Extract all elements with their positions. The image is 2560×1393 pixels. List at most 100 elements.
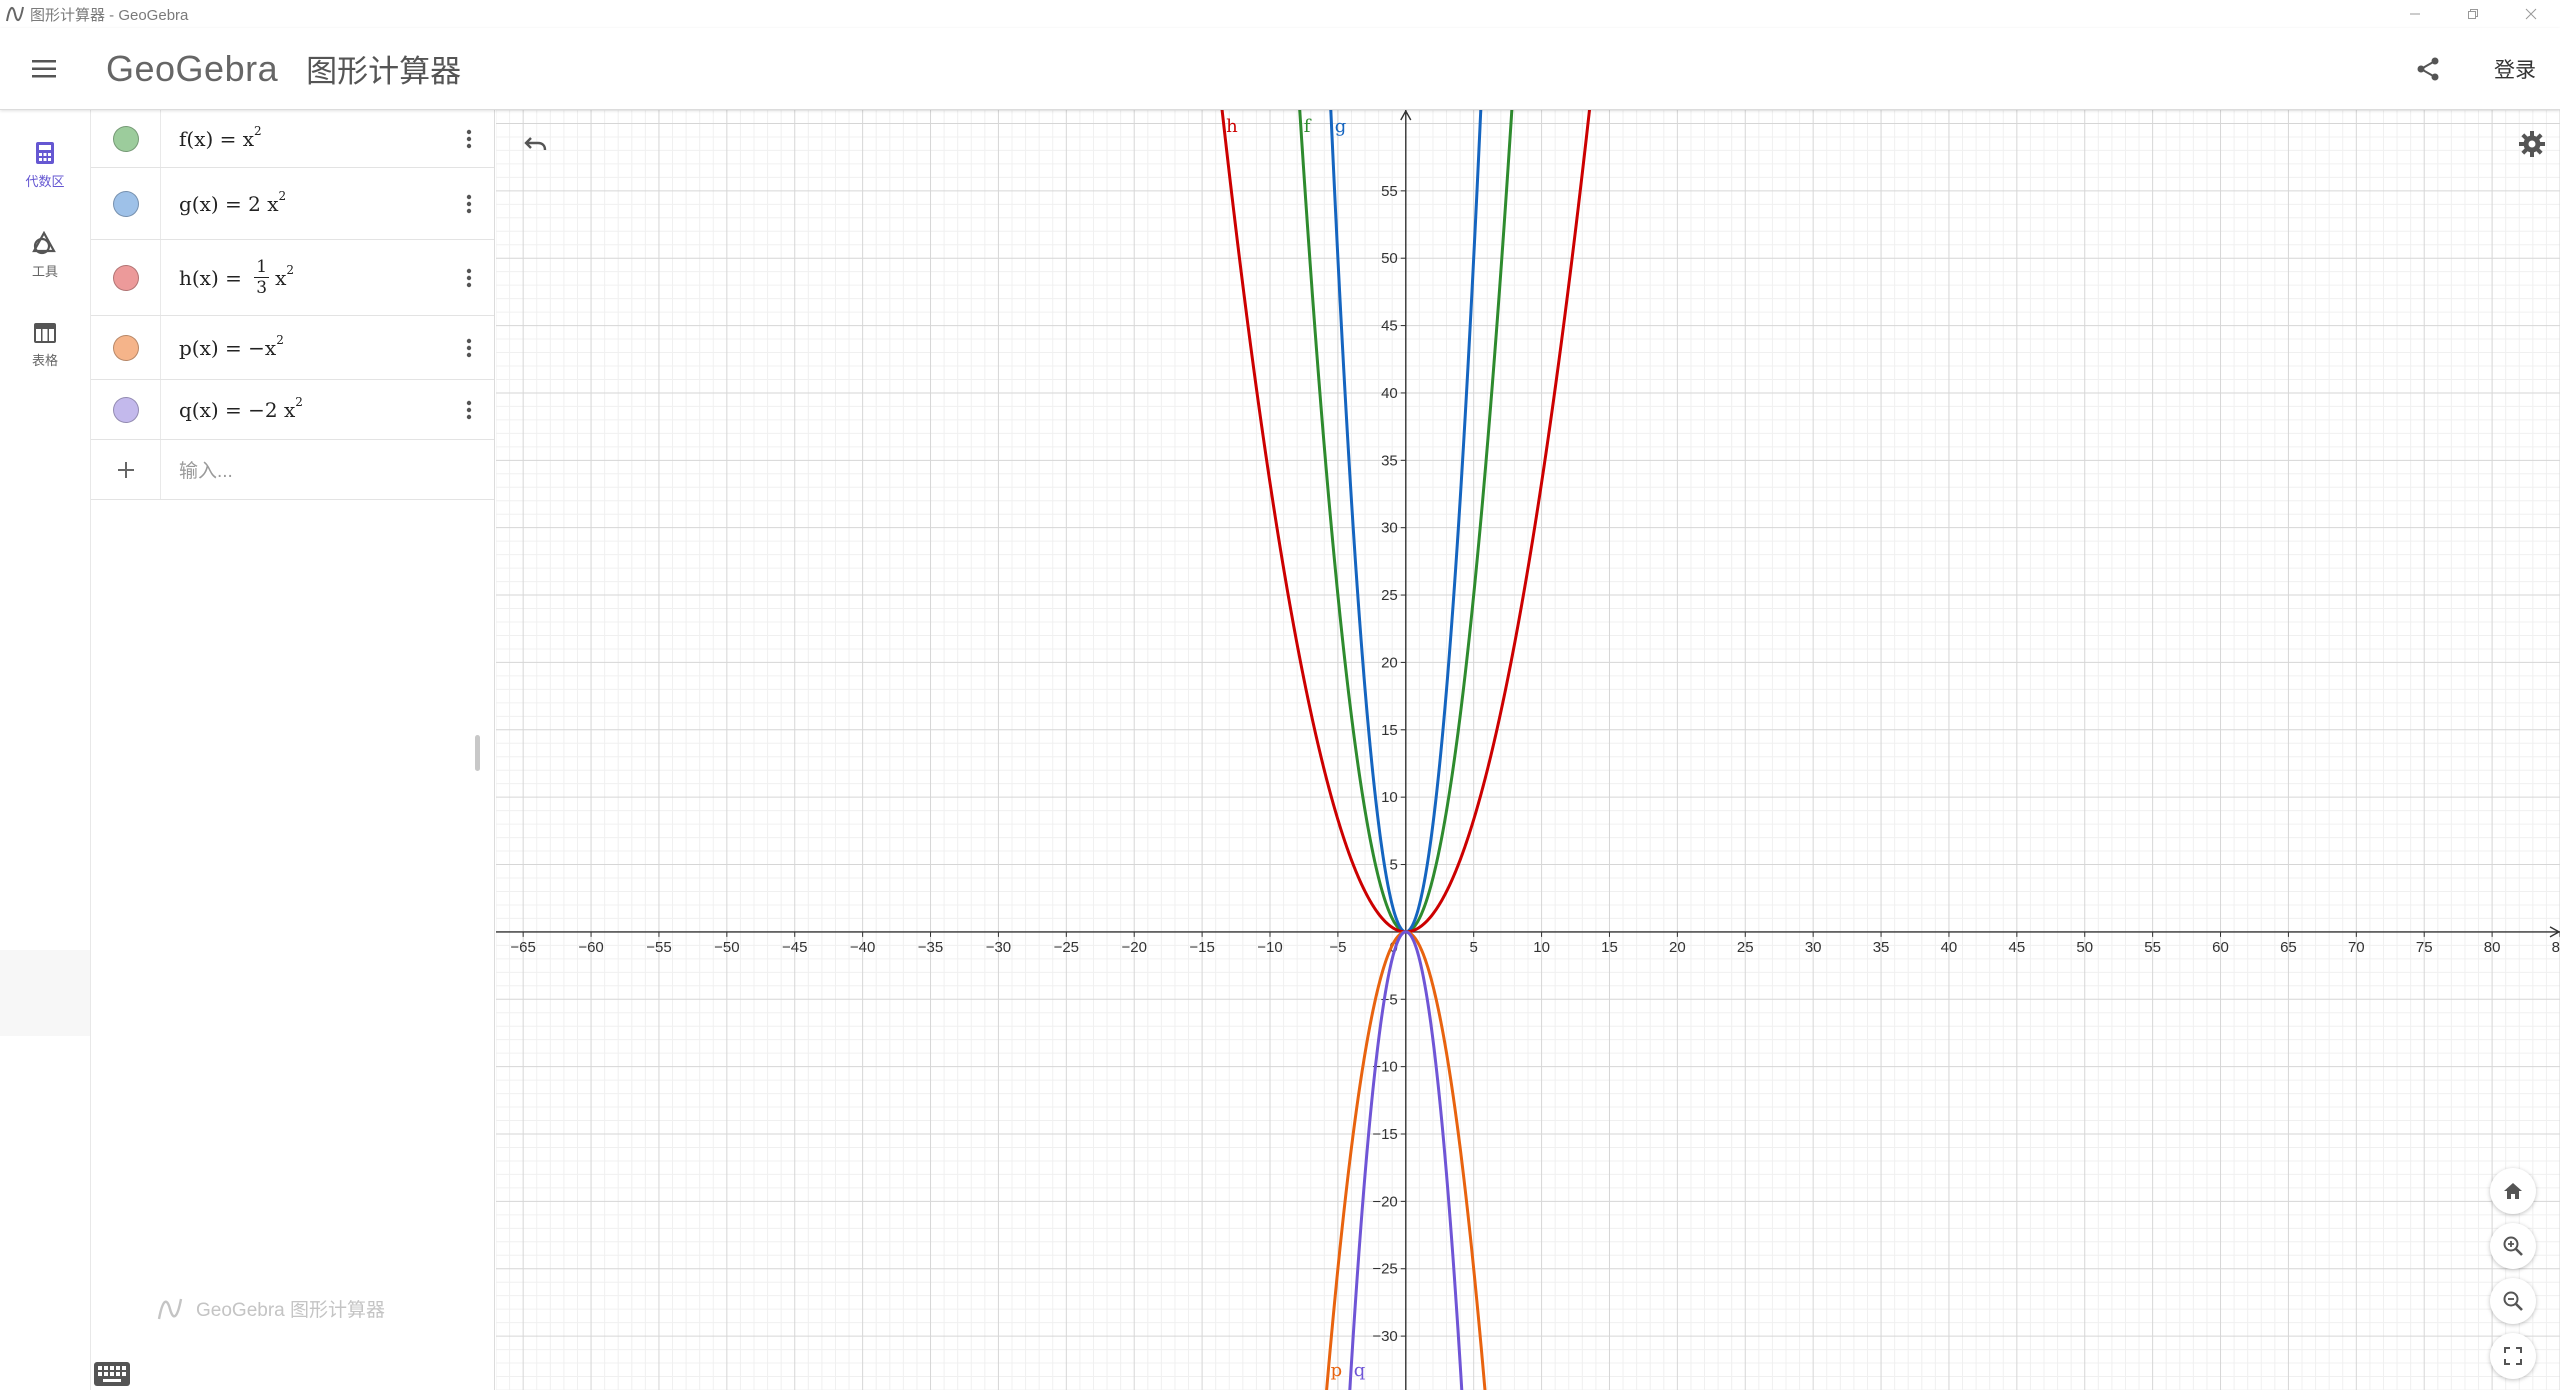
curve-label-p: p <box>1331 1360 1343 1381</box>
zoom-in-icon <box>2503 1236 2523 1256</box>
zoom-in-button[interactable] <box>2490 1223 2536 1269</box>
x-tick-label: 25 <box>1737 939 1754 956</box>
x-axis-arrow <box>2549 926 2560 938</box>
panel-resize-handle[interactable] <box>475 735 480 771</box>
visibility-toggle[interactable] <box>91 380 161 439</box>
algebra-footer: GeoGebra 图形计算器 <box>156 1295 385 1322</box>
sidebar-item-tools[interactable]: 工具 <box>0 210 90 300</box>
more-options-button[interactable] <box>444 380 494 439</box>
home-icon <box>2504 1183 2522 1199</box>
more-options-button[interactable] <box>444 110 494 167</box>
x-tick-label: 80 <box>2484 939 2501 956</box>
curve-label-f: f <box>1304 116 1312 137</box>
algebra-input[interactable]: 输入... <box>161 456 494 483</box>
y-tick-label: 15 <box>1381 722 1398 739</box>
y-tick-label: 45 <box>1381 318 1398 335</box>
more-options-button[interactable] <box>444 316 494 379</box>
more-options-button[interactable] <box>444 240 494 315</box>
more-vert-icon <box>466 268 472 287</box>
marble-icon <box>112 190 139 217</box>
marble-icon <box>112 396 139 423</box>
close-icon[interactable] <box>2502 0 2560 28</box>
fullscreen-button[interactable] <box>2490 1333 2536 1379</box>
more-vert-icon <box>466 338 472 357</box>
login-button[interactable]: 登录 <box>2494 59 2536 82</box>
plus-icon <box>117 461 134 478</box>
app-header: GeoGebra 图形计算器 登录 <box>0 28 2560 110</box>
zoom-out-icon <box>2503 1291 2523 1311</box>
input-placeholder: 输入... <box>179 461 233 482</box>
standard-view-button[interactable] <box>2490 1168 2536 1214</box>
y-tick-label: −30 <box>1372 1328 1397 1345</box>
zoom-out-button[interactable] <box>2490 1278 2536 1324</box>
curve-label-h: h <box>1226 116 1238 137</box>
x-tick-label: 5 <box>1470 939 1478 956</box>
graphics-settings-button[interactable] <box>2512 124 2552 164</box>
more-vert-icon <box>466 400 472 419</box>
header-actions: 登录 <box>2408 28 2536 110</box>
sidebar-item-label: 表格 <box>31 352 58 368</box>
y-tick-label: 30 <box>1381 520 1398 537</box>
keyboard-button[interactable] <box>93 1360 131 1388</box>
more-options-button[interactable] <box>444 168 494 239</box>
geogebra-app-icon <box>6 6 24 22</box>
x-tick-label: −25 <box>1054 939 1079 956</box>
x-tick-label: 45 <box>2008 939 2025 956</box>
calculator-icon <box>36 141 54 164</box>
add-item-button[interactable] <box>91 440 161 499</box>
visibility-toggle[interactable] <box>91 110 161 167</box>
share-button[interactable] <box>2408 49 2448 89</box>
x-tick-label: −35 <box>918 939 943 956</box>
y-tick-label: −25 <box>1372 1261 1397 1278</box>
y-tick-label: 55 <box>1381 183 1398 200</box>
fullscreen-icon <box>2504 1347 2522 1365</box>
menu-button[interactable] <box>0 28 90 110</box>
visibility-toggle[interactable] <box>91 316 161 379</box>
tools-icon <box>32 230 56 254</box>
gear-icon <box>2519 131 2545 157</box>
x-tick-label: −30 <box>986 939 1011 956</box>
x-tick-label: −5 <box>1329 939 1346 956</box>
x-tick-label: −10 <box>1257 939 1282 956</box>
minimize-icon[interactable] <box>2386 0 2444 28</box>
marble-icon <box>112 264 139 291</box>
x-tick-label: 60 <box>2212 939 2229 956</box>
y-tick-label: −10 <box>1372 1059 1397 1076</box>
view-sidebar: 代数区 工具 表格 <box>0 110 90 1390</box>
visibility-toggle[interactable] <box>91 168 161 239</box>
x-tick-label: −45 <box>782 939 807 956</box>
keyboard-icon <box>94 1362 130 1386</box>
x-tick-label: 20 <box>1669 939 1686 956</box>
y-tick-label: 5 <box>1389 857 1397 874</box>
undo-icon <box>524 137 547 151</box>
origin-label: 0 <box>1389 939 1397 956</box>
algebra-input-row[interactable]: 输入... <box>91 440 494 500</box>
geogebra-logo: GeoGebra <box>106 47 279 89</box>
sidebar-item-table[interactable]: 表格 <box>0 300 90 390</box>
sidebar-item-algebra[interactable]: 代数区 <box>0 120 90 210</box>
curve-label-g: g <box>1335 116 1347 137</box>
footer-text: GeoGebra 图形计算器 <box>196 1300 385 1321</box>
visibility-toggle[interactable] <box>91 240 161 315</box>
x-tick-label: 15 <box>1601 939 1618 956</box>
window-titlebar: 图形计算器 - GeoGebra <box>0 0 2560 28</box>
x-tick-label: −15 <box>1189 939 1214 956</box>
x-tick-label: 70 <box>2348 939 2365 956</box>
x-tick-label: 40 <box>1941 939 1958 956</box>
restore-icon[interactable] <box>2444 0 2502 28</box>
more-vert-icon <box>466 129 472 148</box>
undo-button[interactable] <box>516 124 556 164</box>
